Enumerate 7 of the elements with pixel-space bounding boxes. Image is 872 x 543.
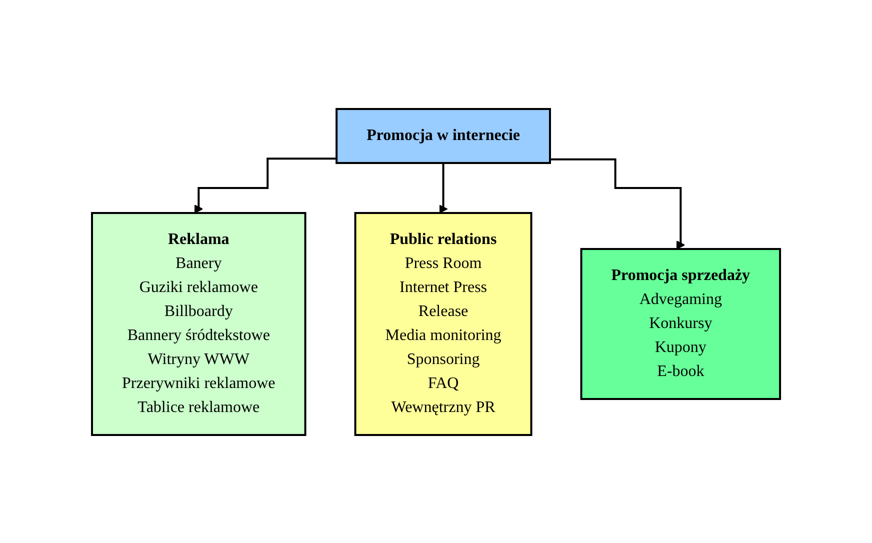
arrow — [438, 162, 448, 213]
arrow — [550, 158, 686, 249]
node-box: Reklama Banery Guziki reklamowe Billboardy Bannery śródtekstowe Witryny WWW Przerywniki reklamowe Tablice reklamowe — [90, 212, 306, 436]
node-box: Promocja w internecie — [336, 108, 551, 164]
node-box: Promocja sprzedaży Advegaming Konkursy Kupony E-book — [580, 248, 782, 400]
node-box: Public relations Press Room Internet Press Release Media monitoring Sponsoring FAQ Wewnętrzny PR — [354, 212, 532, 436]
arrow — [194, 157, 337, 213]
